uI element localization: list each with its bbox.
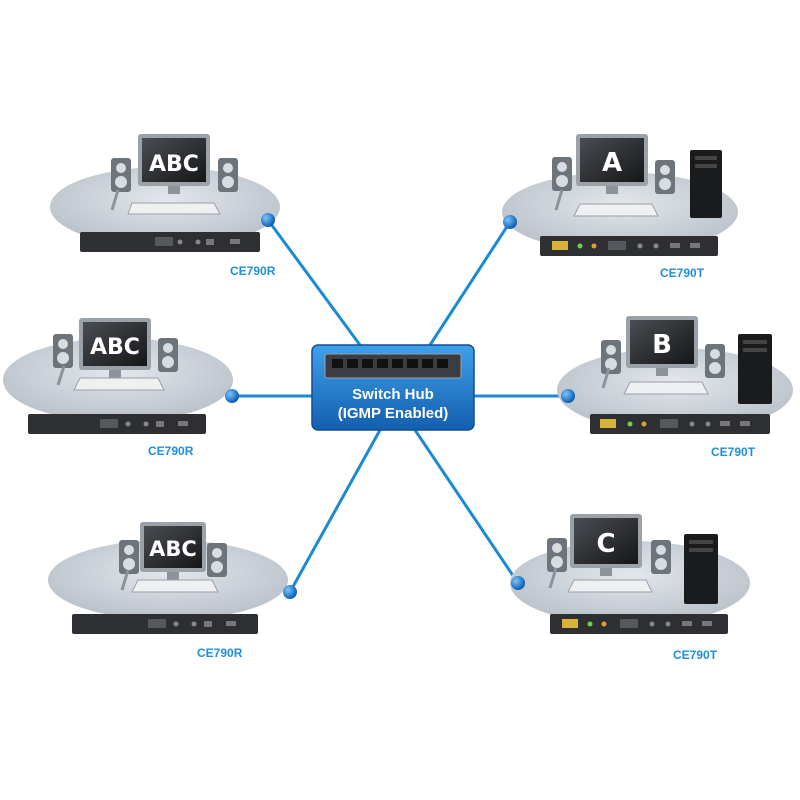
network-node xyxy=(561,389,575,403)
keyboard xyxy=(131,579,219,593)
microphone xyxy=(601,367,611,389)
model-label: CE790T xyxy=(711,445,756,459)
link-right-1 xyxy=(428,221,512,346)
connection-lines xyxy=(232,219,568,593)
network-node xyxy=(503,215,517,229)
station-right-2: B CE790T xyxy=(557,316,793,459)
link-right-3 xyxy=(413,429,520,584)
keyboard xyxy=(73,377,165,391)
keyboard xyxy=(623,381,709,395)
pc-tower xyxy=(738,334,772,404)
monitor-text: C xyxy=(596,529,615,559)
pc-tower xyxy=(684,534,718,604)
station-right-3: C CE790T xyxy=(510,514,750,662)
kvm-unit xyxy=(590,414,770,434)
monitor-text: ABC xyxy=(149,152,199,177)
microphone xyxy=(120,569,130,591)
pc-tower xyxy=(690,150,722,218)
network-node xyxy=(511,576,525,590)
station-left-2: ABC CE790R xyxy=(3,318,239,458)
model-label: CE790R xyxy=(148,444,194,458)
microphone xyxy=(554,189,564,211)
model-label: CE790T xyxy=(673,648,718,662)
link-left-3 xyxy=(288,429,382,593)
hub-title: Switch Hub xyxy=(352,386,434,403)
monitor-text: A xyxy=(602,148,622,178)
station-left-1: ABC CE790R xyxy=(50,134,280,278)
model-label: CE790R xyxy=(197,646,243,660)
hub-subtitle: (IGMP Enabled) xyxy=(338,405,449,422)
model-label: CE790T xyxy=(660,266,705,280)
station-right-1: A CE790T xyxy=(502,134,738,280)
hub-ports xyxy=(332,359,448,368)
network-node xyxy=(261,213,275,227)
network-node xyxy=(225,389,239,403)
link-left-1 xyxy=(266,219,362,346)
microphone xyxy=(548,567,558,589)
network-node xyxy=(283,585,297,599)
monitor-text: ABC xyxy=(90,335,140,360)
microphone xyxy=(56,365,66,386)
switch-hub: Switch Hub (IGMP Enabled) xyxy=(311,344,475,431)
microphone xyxy=(110,189,120,211)
model-label: CE790R xyxy=(230,264,276,278)
station-left-3: ABC CE790R xyxy=(48,522,297,660)
keyboard xyxy=(567,579,653,593)
keyboard xyxy=(127,202,221,215)
monitor-text: ABC xyxy=(149,537,197,561)
keyboard xyxy=(573,203,659,217)
monitor-text: B xyxy=(652,330,672,360)
kvm-unit xyxy=(550,614,728,634)
kvm-unit xyxy=(540,236,718,256)
